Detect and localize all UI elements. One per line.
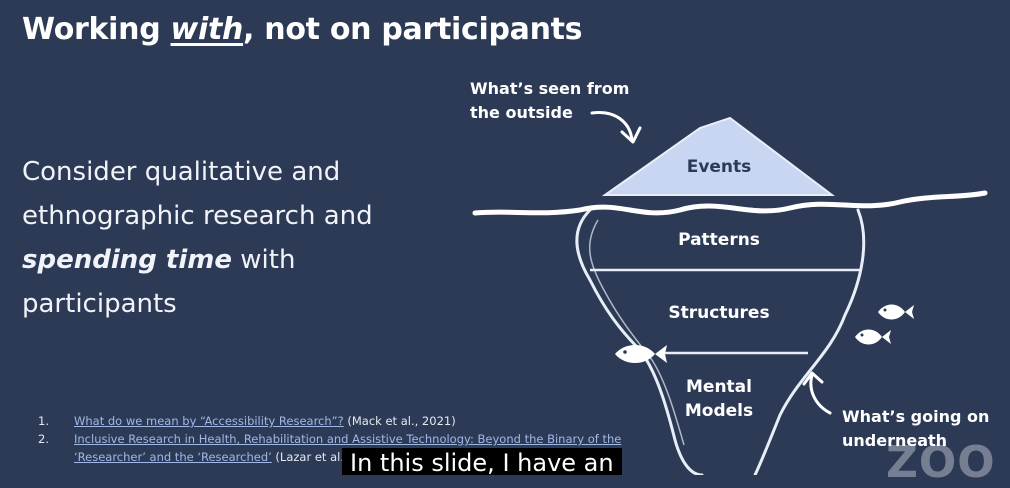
zoom-logo: ZOO	[886, 437, 996, 488]
layer-events: Events	[687, 157, 752, 177]
iceberg-svg: Events Patterns Structures Mental Models…	[470, 79, 989, 475]
arrow-down-head	[620, 126, 642, 144]
arrow-up-icon	[809, 373, 832, 415]
layer-patterns: Patterns	[678, 230, 760, 250]
top-caption-line1: What’s seen from	[470, 79, 629, 98]
layer-structures: Structures	[668, 303, 769, 323]
reference-item: 1. What do we mean by “Accessibility Res…	[38, 412, 638, 430]
title-emphasis: with	[170, 12, 244, 47]
iceberg-tip	[601, 116, 835, 196]
reference-link[interactable]: Inclusive Research in Health, Rehabilita…	[74, 432, 622, 464]
presentation-slide: Working with, not on participants Consid…	[22, 12, 1010, 475]
slide-title: Working with, not on participants	[22, 12, 583, 47]
body-text-1: Consider qualitative and ethnographic re…	[22, 157, 373, 231]
arrow-down-icon	[590, 111, 634, 142]
bottom-caption-line2: underneath	[842, 431, 947, 450]
layer-mental-line2: Models	[685, 401, 753, 421]
reference-item: 2. Inclusive Research in Health, Rehabil…	[38, 430, 638, 466]
reference-link[interactable]: What do we mean by “Accessibility Resear…	[74, 414, 344, 428]
fish-icon-3	[855, 329, 891, 345]
body-text-2: with participants	[22, 245, 296, 319]
bottom-caption-line1: What’s going on	[842, 407, 989, 426]
fish-icon	[615, 345, 667, 363]
fish-icon-2	[878, 304, 914, 320]
live-caption: In this slide, I have an	[342, 448, 622, 475]
water-line	[472, 190, 988, 216]
iceberg-inner-outline	[588, 219, 685, 446]
layer-mental-line1: Mental	[686, 377, 752, 397]
references-list: 1. What do we mean by “Accessibility Res…	[38, 412, 638, 466]
reference-number: 1.	[38, 414, 49, 428]
reference-number: 2.	[38, 432, 49, 446]
body-emphasis: spending time	[22, 245, 232, 275]
arrow-up-head	[802, 371, 824, 386]
title-part2: , not on participants	[243, 12, 583, 47]
reference-citation: (Mack et al., 2021)	[343, 414, 456, 428]
iceberg-diagram: Events Patterns Structures Mental Models…	[470, 70, 1010, 475]
title-part1: Working	[22, 12, 171, 47]
top-caption-line2: the outside	[470, 103, 573, 122]
slide-body-text: Consider qualitative and ethnographic re…	[22, 150, 442, 326]
